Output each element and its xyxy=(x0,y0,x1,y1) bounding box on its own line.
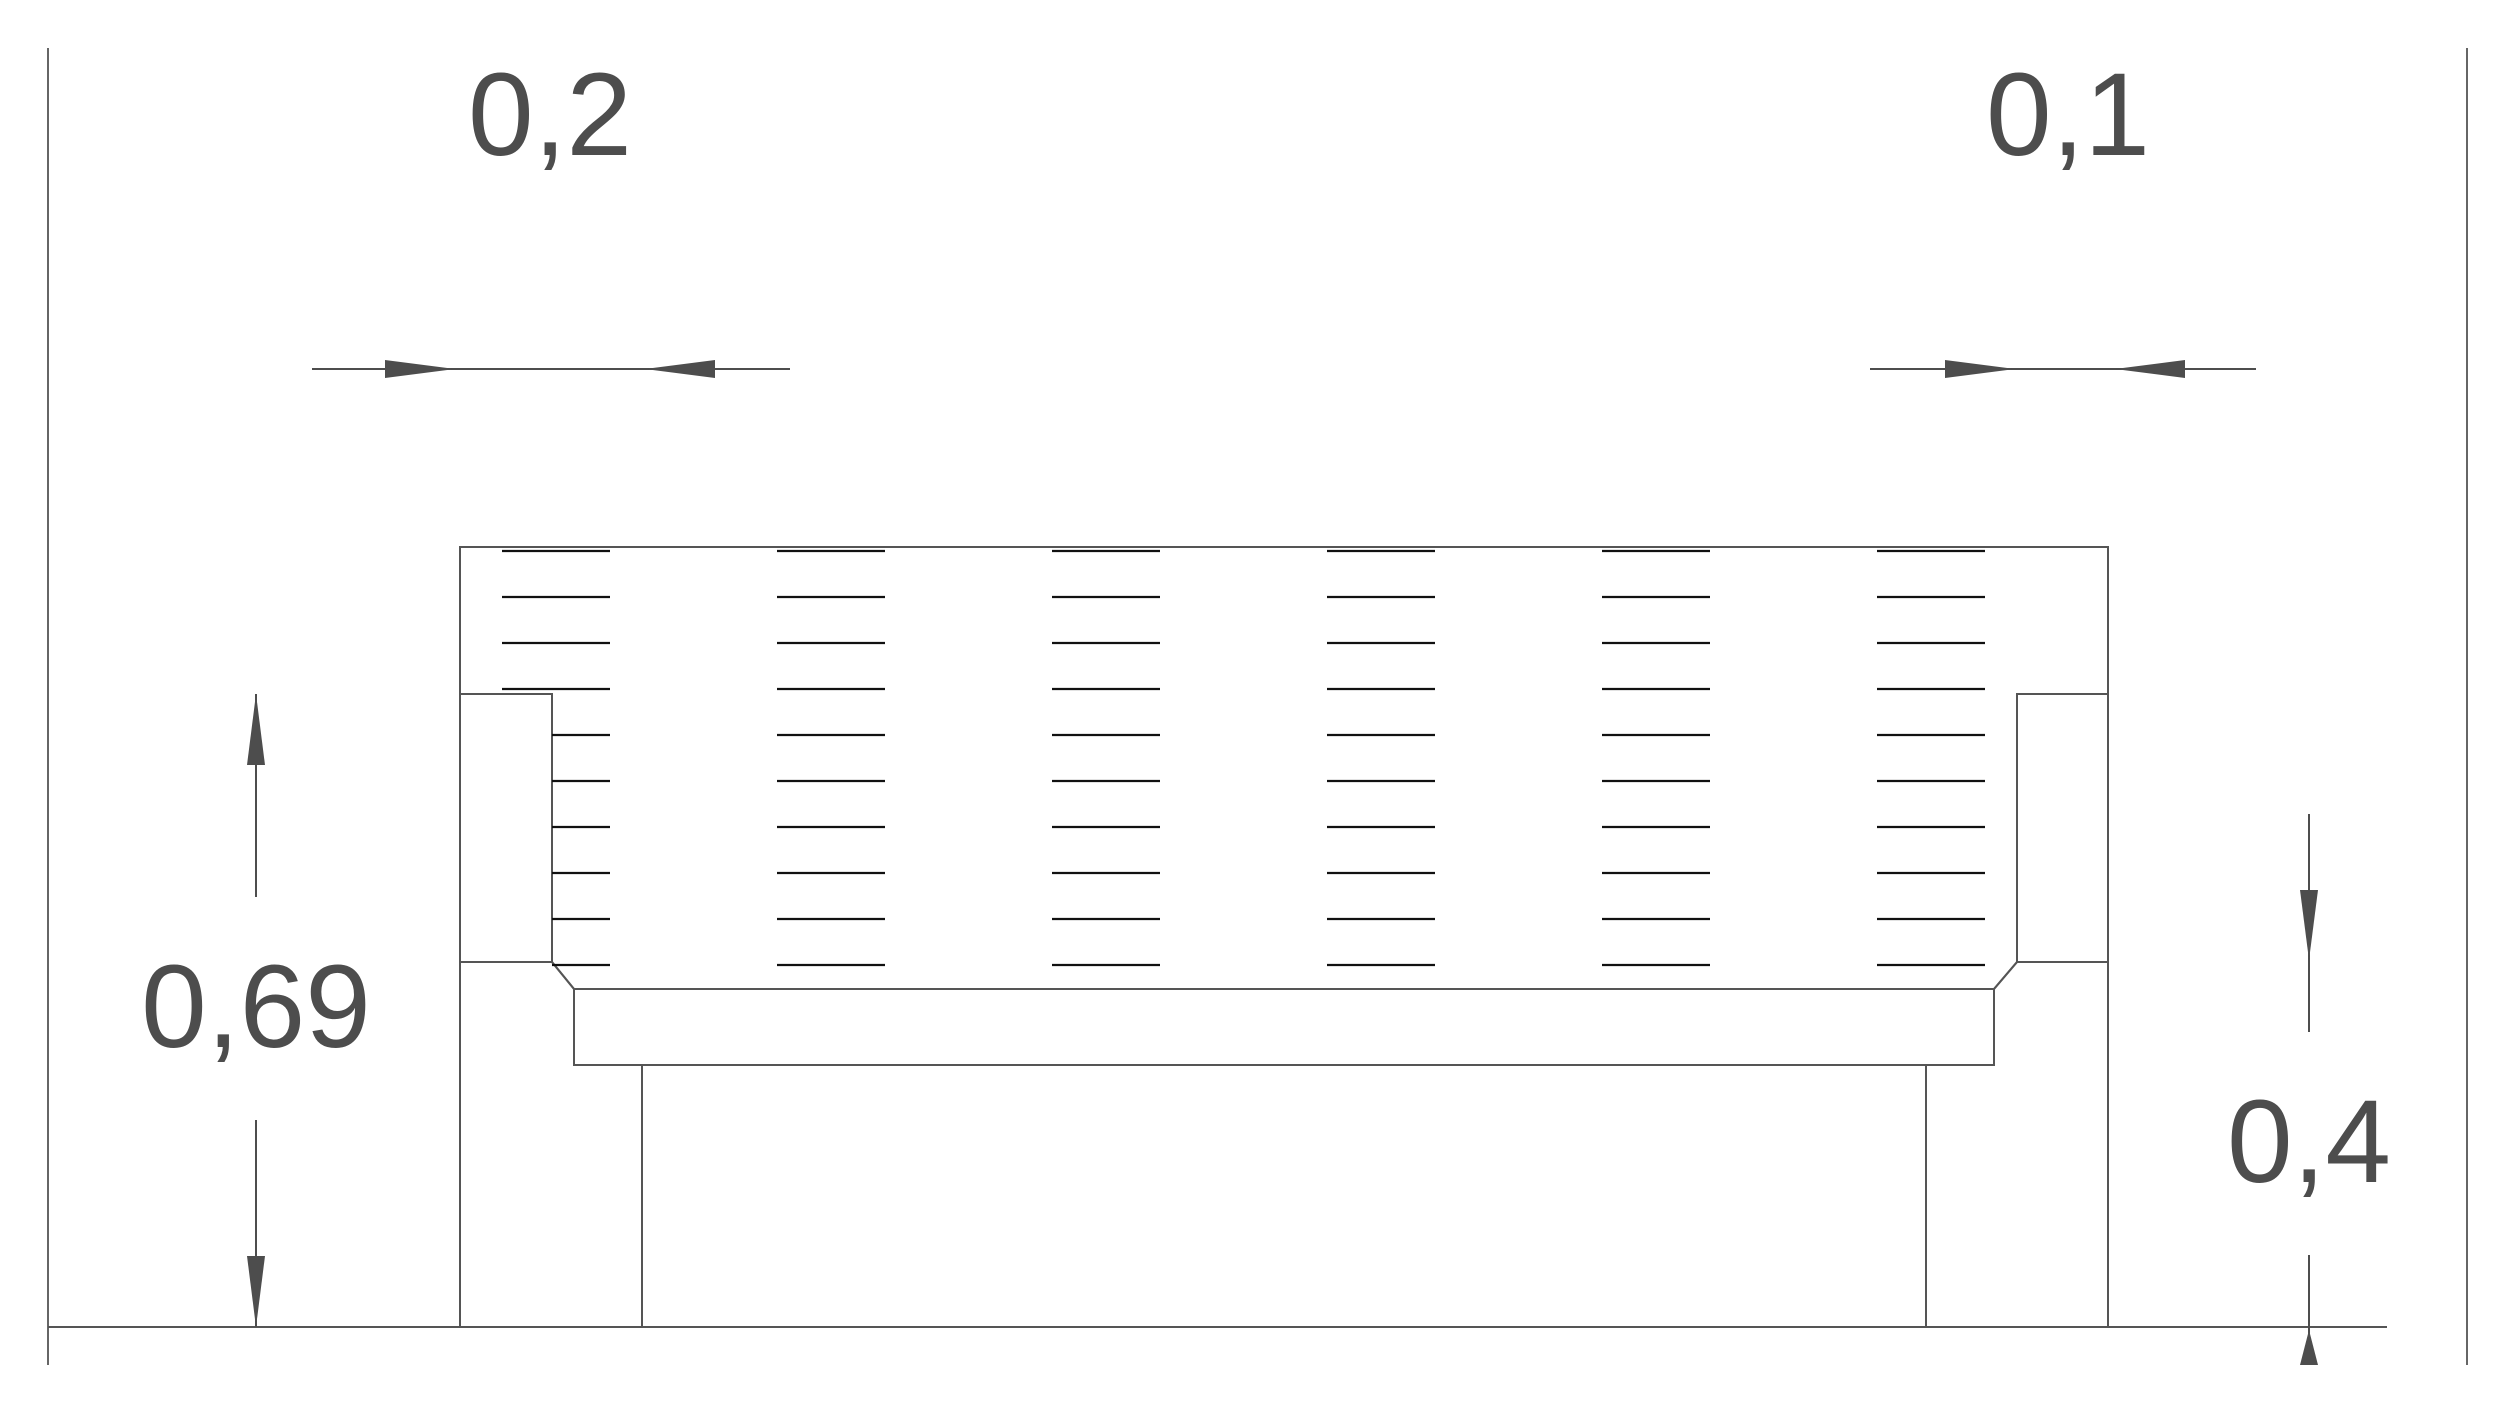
arrow-right-icon xyxy=(1945,360,2015,378)
arrow-down-icon xyxy=(247,1256,265,1327)
dimension-label-left-height: 0,69 xyxy=(141,941,371,1073)
right-wall-upper xyxy=(2016,693,2109,963)
arrow-down-icon xyxy=(2300,890,2318,960)
dimension-top-left: 0,2 xyxy=(312,49,790,378)
arrow-left-icon xyxy=(645,360,715,378)
arrow-up-icon xyxy=(2300,1330,2318,1365)
dimension-top-right: 0,1 xyxy=(1870,49,2256,378)
right-wall-lower xyxy=(1925,961,2109,1328)
dimension-left-height: 0,69 xyxy=(141,694,371,1327)
dimension-label-top-left: 0,2 xyxy=(468,49,632,181)
arrow-right-icon xyxy=(385,360,455,378)
left-wall-lower xyxy=(459,961,643,1328)
left-wall-upper xyxy=(459,693,553,963)
bottom-slab xyxy=(573,988,1995,1066)
arrow-up-icon xyxy=(247,694,265,765)
dimension-right-height: 0,4 xyxy=(2227,814,2391,1365)
dimension-label-right-height: 0,4 xyxy=(2227,1076,2391,1208)
water-hatching xyxy=(502,549,1985,967)
water-body-outline xyxy=(459,546,2109,990)
arrow-left-icon xyxy=(2115,360,2185,378)
dimension-label-top-right: 0,1 xyxy=(1986,49,2150,181)
